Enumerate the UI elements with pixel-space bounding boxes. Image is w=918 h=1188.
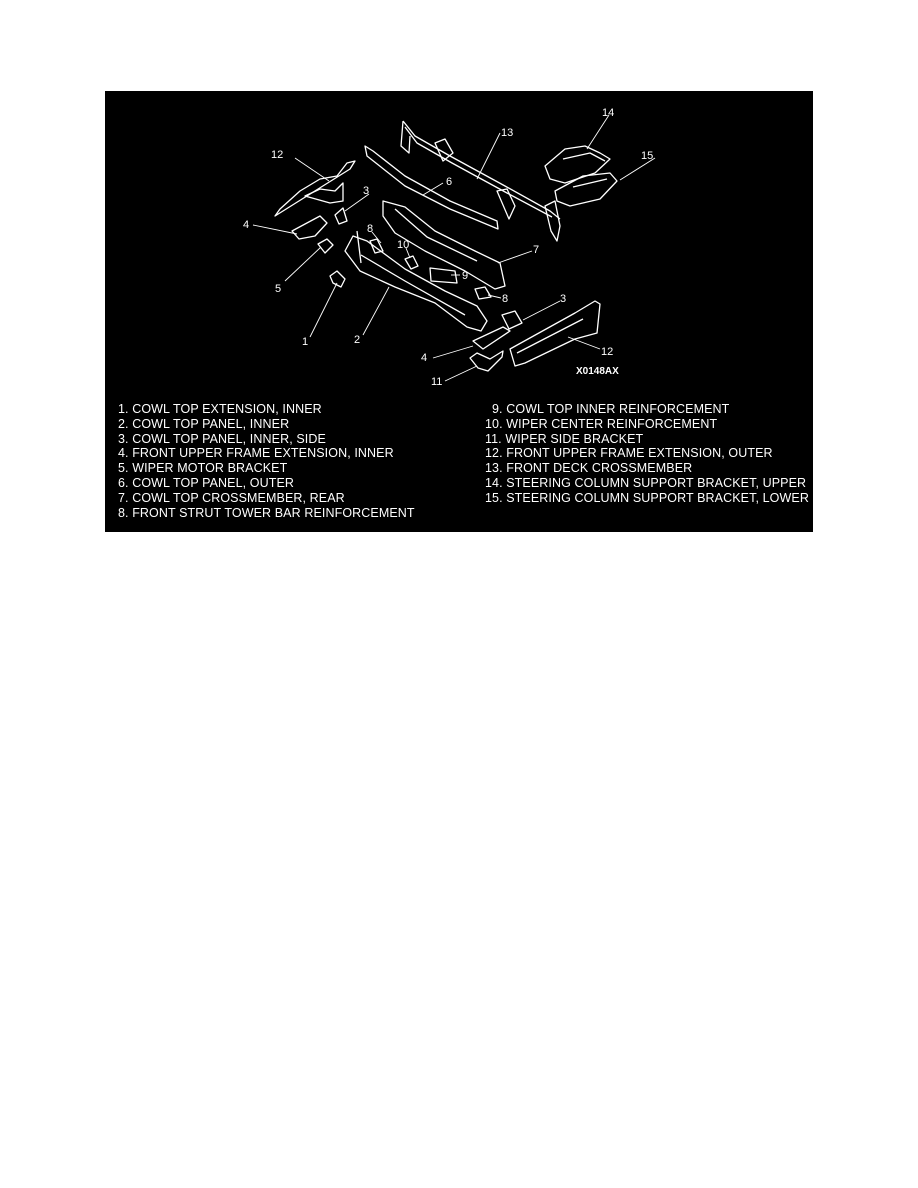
part-5 xyxy=(317,238,334,254)
parts-illustration: 12 3 4 5 1 2 6 13 14 15 7 8 10 9 8 3 4 1… xyxy=(243,107,656,388)
legend-item: 10. WIPER CENTER REINFORCEMENT xyxy=(485,416,718,431)
legend-item: 3. COWL TOP PANEL, INNER, SIDE xyxy=(118,431,326,446)
leader-lines xyxy=(252,114,656,382)
svg-text:8: 8 xyxy=(367,223,373,235)
svg-text:12: 12 xyxy=(271,149,283,161)
svg-text:1: 1 xyxy=(302,336,308,348)
legend-item: 4. FRONT UPPER FRAME EXTENSION, INNER xyxy=(118,446,394,461)
svg-text:12: 12 xyxy=(601,346,613,358)
callout-labels: 12 3 4 5 1 2 6 13 14 15 7 8 10 9 8 3 4 1… xyxy=(243,107,653,388)
figure-code: X0148AX xyxy=(576,366,619,377)
part-14 xyxy=(544,145,611,184)
part-1 xyxy=(329,270,346,288)
svg-text:11: 11 xyxy=(431,376,442,388)
svg-text:3: 3 xyxy=(560,293,566,305)
svg-text:15: 15 xyxy=(641,150,653,162)
legend-item: 12. FRONT UPPER FRAME EXTENSION, OUTER xyxy=(485,446,773,461)
svg-text:3: 3 xyxy=(363,185,369,197)
part-8-bottom xyxy=(474,286,492,300)
svg-text:2: 2 xyxy=(354,334,360,346)
part-3-left xyxy=(334,207,348,225)
legend-item: 7. COWL TOP CROSSMEMBER, REAR xyxy=(118,490,345,505)
part-9 xyxy=(429,267,458,284)
part-12-right xyxy=(509,300,601,367)
part-10 xyxy=(404,255,419,270)
part-6 xyxy=(364,145,499,230)
part-8-top xyxy=(369,238,384,254)
legend-left-column: 1. COWL TOP EXTENSION, INNER 2. COWL TOP… xyxy=(118,402,415,520)
svg-text:10: 10 xyxy=(397,239,409,251)
part-4-left xyxy=(291,215,328,240)
svg-text:7: 7 xyxy=(533,244,539,256)
legend-item: 11. WIPER SIDE BRACKET xyxy=(485,431,644,446)
svg-text:4: 4 xyxy=(243,219,249,231)
svg-text:9: 9 xyxy=(462,270,468,282)
part-7 xyxy=(382,200,506,290)
legend-item: 8. FRONT STRUT TOWER BAR REINFORCEMENT xyxy=(118,505,415,520)
legend-item: 5. WIPER MOTOR BRACKET xyxy=(118,461,288,476)
svg-text:5: 5 xyxy=(275,283,281,295)
svg-text:4: 4 xyxy=(421,352,427,364)
part-11 xyxy=(469,350,504,372)
exploded-parts-diagram: 12 3 4 5 1 2 6 13 14 15 7 8 10 9 8 3 4 1… xyxy=(105,91,813,532)
legend-item: 1. COWL TOP EXTENSION, INNER xyxy=(118,402,322,416)
svg-text:6: 6 xyxy=(446,176,452,188)
part-13 xyxy=(400,120,561,242)
legend-item: 14. STEERING COLUMN SUPPORT BRACKET, UPP… xyxy=(485,475,807,490)
svg-text:8: 8 xyxy=(502,293,508,305)
legend-item: 15. STEERING COLUMN SUPPORT BRACKET, LOW… xyxy=(485,490,809,505)
part-15 xyxy=(554,172,618,207)
svg-text:14: 14 xyxy=(602,107,614,119)
svg-text:13: 13 xyxy=(501,127,513,139)
legend-item: 6. COWL TOP PANEL, OUTER xyxy=(118,475,295,490)
part-3-right xyxy=(501,310,523,330)
legend-right-column: 9. COWL TOP INNER REINFORCEMENT 10. WIPE… xyxy=(485,402,809,506)
legend-item: 13. FRONT DECK CROSSMEMBER xyxy=(485,461,693,476)
part-2 xyxy=(344,230,488,332)
part-12-left xyxy=(274,160,356,217)
legend-item: 2. COWL TOP PANEL, INNER xyxy=(118,416,290,431)
legend-item: 9. COWL TOP INNER REINFORCEMENT xyxy=(492,402,730,416)
part-4-right xyxy=(472,326,511,350)
